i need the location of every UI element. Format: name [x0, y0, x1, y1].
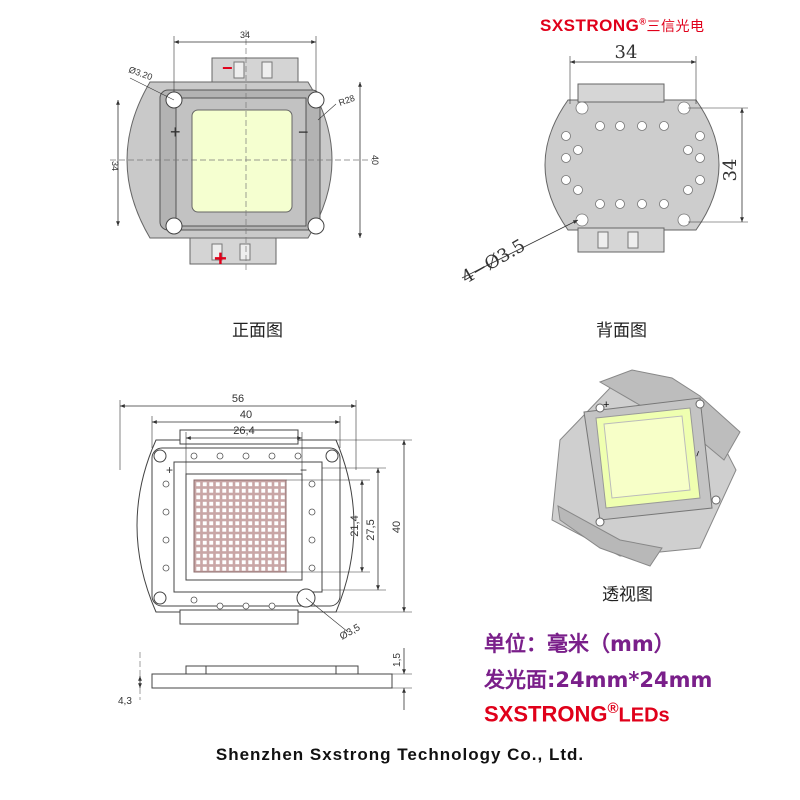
company-footer: Shenzhen Sxstrong Technology Co., Ltd. [215, 745, 585, 764]
back-dim-holes: 4−Ø3.5 [458, 235, 529, 288]
brand-name-bottom: SXSTRONG [484, 701, 608, 727]
spec-unit: 单位：毫米（mm） [484, 632, 675, 656]
caption-perspective-view: 透视图 [602, 585, 653, 605]
tech-dim-4-3: 4,3 [118, 696, 132, 707]
front-top-tab [211, 57, 299, 83]
front-dim-outer: 40 [370, 155, 380, 165]
tech-dim-40-side: 40 [391, 521, 403, 533]
tech-dim-hole: Ø3,5 [338, 622, 363, 643]
front-dim-width: 34 [240, 30, 250, 40]
caption-back-view: 背面图 [596, 321, 647, 341]
caption-front-view: 正面图 [232, 321, 283, 341]
front-view-drawing [110, 30, 372, 270]
tech-dim-21-4: 21,4 [349, 515, 361, 536]
side-profile-top [185, 665, 359, 675]
back-dim-height: 34 [720, 159, 741, 182]
brand-logo-bottom: SXSTRONG®LEDs [484, 700, 670, 727]
perspective-minus-label: − [692, 449, 705, 459]
front-hole-top-right [307, 91, 325, 109]
perspective-view-drawing [551, 369, 741, 567]
registered-mark-bottom: ® [607, 700, 619, 717]
led-chip-grid [193, 479, 287, 573]
back-view-drawing [461, 56, 748, 279]
tech-dim-56: 56 [232, 393, 244, 405]
front-minus-label: − [298, 122, 309, 142]
front-dim-radius: R28 [337, 93, 356, 108]
front-plus-label: + [170, 122, 181, 142]
registered-mark-top: ® [639, 16, 647, 27]
front-hole-bottom-right [307, 217, 325, 235]
front-hole-bottom-left [165, 217, 183, 235]
back-dim-width: 34 [615, 42, 638, 63]
front-tab-minus-label: − [222, 58, 233, 78]
brand-name-top: SXSTRONG [540, 16, 640, 35]
front-dim-height: 34 [110, 161, 120, 171]
perspective-plus-label: + [603, 399, 609, 411]
tech-minus-label: − [300, 463, 307, 477]
brand-chinese-name: 三信光电 [646, 19, 705, 35]
front-emitter-square [191, 109, 293, 213]
tech-plus-label: + [166, 463, 173, 477]
brand-logo-top: SXSTRONG®三信光电 [540, 16, 705, 36]
tech-dim-27-5: 27,5 [365, 519, 377, 540]
tech-dim-1-5: 1,5 [392, 653, 403, 667]
technical-view-drawing [119, 400, 412, 710]
tech-dim-26-4: 26,4 [233, 425, 254, 437]
brand-suffix-leds: LEDs [618, 704, 670, 727]
front-bottom-tab [189, 237, 277, 265]
side-profile-base [151, 673, 393, 689]
front-tab-plus-label: + [214, 246, 227, 271]
tech-dim-40-top: 40 [240, 409, 252, 421]
spec-emitting-area: 发光面:24mm*24mm [484, 668, 713, 692]
front-dim-hole: Ø3.20 [127, 64, 153, 82]
